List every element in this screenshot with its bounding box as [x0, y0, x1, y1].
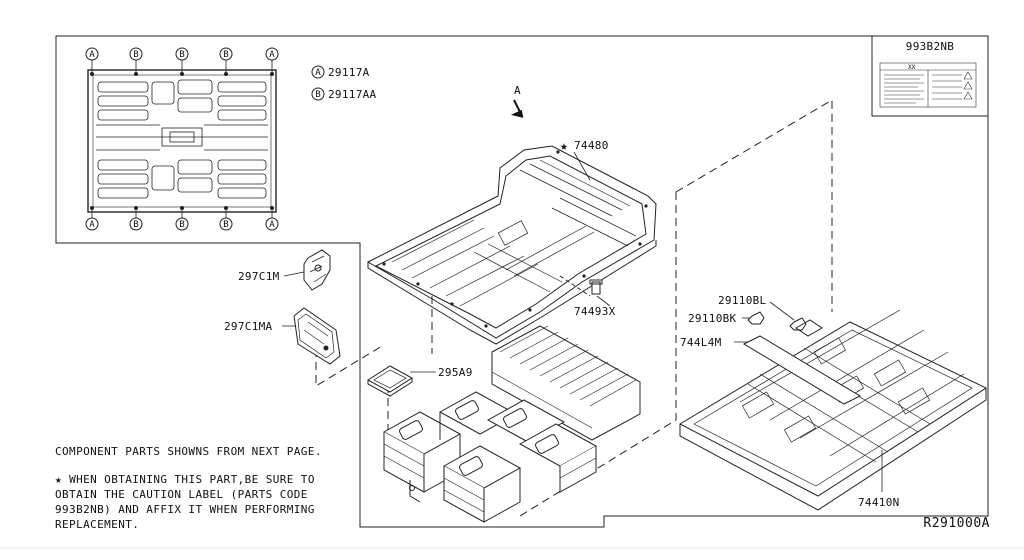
callout-letter: A	[269, 50, 275, 60]
legend: A 29117A B 29117AA	[311, 65, 377, 101]
callout-a: A	[265, 217, 279, 231]
callout-b: B	[219, 47, 233, 61]
note-caution-line4: REPLACEMENT.	[55, 518, 140, 531]
callout-letter: B	[133, 220, 138, 230]
callout-letter: B	[133, 50, 138, 60]
part-callout-74410n: 74410N	[858, 450, 900, 509]
part-label-29110bk: 29110BK	[688, 312, 737, 325]
part-label-74410n: 74410N	[858, 496, 900, 509]
callout-b: B	[129, 217, 143, 231]
part-label-74493x: 74493X	[574, 305, 616, 318]
bracket-297c1m	[303, 249, 331, 291]
battery-upper-cover	[366, 145, 657, 345]
part-callout-295a9: 295A9	[410, 366, 473, 379]
battery-modules	[382, 325, 641, 523]
part-callout-744l4m: 744L4M	[680, 336, 756, 349]
callout-letter: B	[223, 220, 228, 230]
star-icon: ★	[560, 139, 568, 154]
diagram-frame	[55, 35, 989, 528]
plate-295a9	[367, 365, 413, 397]
bolt-29110bk	[742, 311, 765, 325]
callout-letter: A	[89, 220, 95, 230]
callout-a: A	[265, 47, 279, 61]
part-callout-74493x: 74493X	[559, 275, 616, 318]
caution-label-sticker	[879, 62, 977, 108]
bolt-29110bl	[769, 301, 807, 331]
callout-b: B	[219, 217, 233, 231]
callout-a: A	[85, 47, 99, 61]
callout-letter: B	[223, 50, 228, 60]
part-label-29110bl: 29110BL	[718, 294, 767, 307]
view-arrow: A	[510, 84, 524, 118]
legend-part-a: 29117A	[328, 66, 370, 79]
note-component-parts: COMPONENT PARTS SHOWNS FROM NEXT PAGE.	[55, 445, 322, 458]
part-label-74480: 74480	[574, 139, 609, 152]
inset-callouts-bottom: A B B B A	[85, 217, 279, 231]
callout-b: B	[129, 47, 143, 61]
caution-label-box: 993B2NB XX	[871, 35, 989, 117]
part-label-297c1m: 297C1M	[238, 270, 280, 283]
part-callout-297c1m: 297C1M	[238, 270, 305, 283]
caution-label-code: 993B2NB	[906, 40, 955, 53]
part-callout-297c1ma: 297C1MA	[224, 320, 296, 333]
part-label-744l4m: 744L4M	[680, 336, 722, 349]
callout-a: A	[85, 217, 99, 231]
callout-letter: B	[179, 220, 184, 230]
battery-lower-tray	[678, 309, 988, 511]
part-callout-29110bk: 29110BK	[688, 312, 737, 325]
caution-label-inner-text: XX	[908, 64, 916, 71]
callout-letter: B	[179, 50, 184, 60]
legend-part-b: 29117AA	[328, 88, 377, 101]
part-callout-74480: ★ 74480	[560, 139, 609, 181]
note-caution-line2: OBTAIN THE CAUTION LABEL (PARTS CODE	[55, 488, 308, 501]
legend-marker-a: A	[315, 68, 321, 78]
diagram-code: R291000A	[923, 516, 990, 531]
legend-marker-b: B	[315, 90, 320, 100]
inset-top-view	[87, 60, 277, 218]
module-297c1ma	[293, 307, 341, 365]
part-label-297c1ma: 297C1MA	[224, 320, 273, 333]
note-caution-line1: WHEN OBTAINING THIS PART,BE SURE TO	[69, 473, 315, 486]
view-arrow-label: A	[514, 84, 521, 97]
part-label-295a9: 295A9	[438, 366, 473, 379]
part-callout-29110bl: 29110BL	[718, 294, 767, 307]
callout-b: B	[175, 47, 189, 61]
star-icon: ★	[55, 473, 63, 486]
callout-b: B	[175, 217, 189, 231]
callout-letter: A	[89, 50, 95, 60]
note-caution-line3: 993B2NB) AND AFFIX IT WHEN PERFORMING	[55, 503, 315, 516]
inset-callouts-top: A B B B A	[85, 47, 279, 61]
callout-letter: A	[269, 220, 275, 230]
note-caution-line: ★ WHEN OBTAINING THIS PART,BE SURE TO	[55, 472, 315, 487]
